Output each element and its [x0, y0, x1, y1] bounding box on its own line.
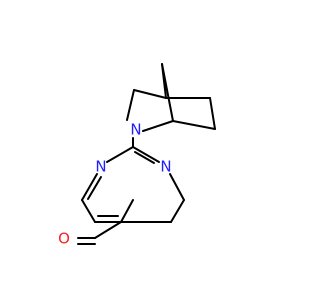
bond-n1-c6-inner: [87, 176, 102, 200]
atom-n-pyrimidine-3: N: [160, 158, 171, 176]
bond-ch2-bridgehead-top: [133, 89, 167, 99]
bond-n3-c4b: [169, 173, 185, 201]
bond-c2-bridgehead-bottom: [172, 120, 216, 130]
bond-n1-c6: [81, 173, 98, 201]
atom-n-bicyclic: N: [130, 121, 141, 139]
bond-c2-n3: [132, 146, 160, 163]
bond-c6-c5: [81, 199, 96, 223]
bond-bridge-bridgehead-bottom: [161, 63, 174, 122]
bond-c2-n1: [106, 146, 134, 163]
bond-ring-cho: [94, 221, 122, 239]
bond-bridgehead-bottom-n: [142, 120, 174, 132]
bond-c2-n3-inner: [134, 151, 155, 164]
molecule-canvas: N N N O: [58, 63, 216, 248]
bond-n-ch2: [126, 89, 135, 121]
atom-o-aldehyde: O: [58, 230, 70, 248]
atom-n-pyrimidine-1: N: [95, 158, 106, 176]
bond-c1-c2: [209, 97, 216, 130]
structure-svg: N N N O: [58, 63, 216, 248]
bond-c4-n3: [120, 199, 134, 223]
bond-c4b-c5b: [170, 199, 185, 223]
